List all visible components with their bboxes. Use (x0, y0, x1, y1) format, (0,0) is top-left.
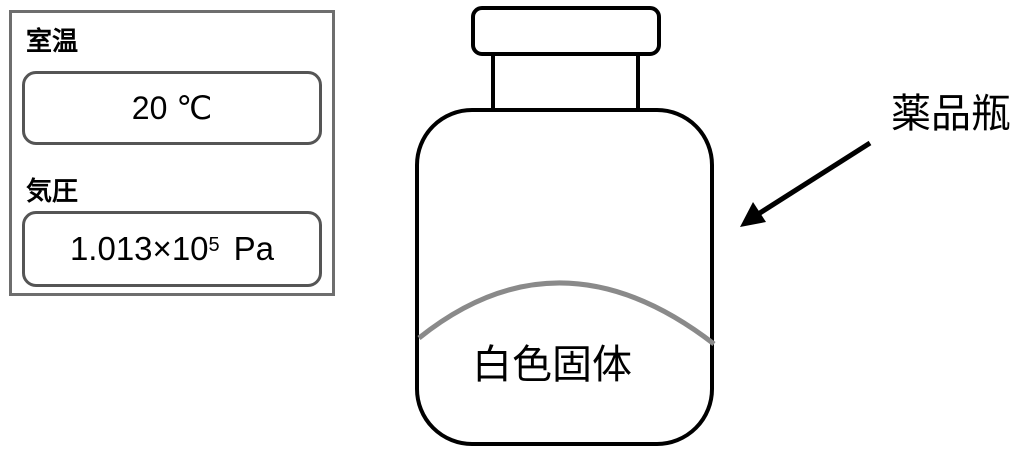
bottle-cap (471, 6, 661, 56)
atmospheric-pressure-label: 気圧 (26, 177, 79, 207)
pointer-arrow-head (740, 202, 766, 227)
bottle-name-label: 薬品瓶 (891, 91, 1011, 137)
pressure-exponent: 5 (208, 233, 220, 256)
room-temperature-field: 20 ℃ (22, 71, 322, 145)
pointer-arrow-line (750, 140, 872, 221)
pressure-unit: Pa (233, 230, 275, 267)
pressure-times-sign: × (152, 230, 172, 267)
room-temperature-value: 20 ℃ (131, 90, 213, 126)
pressure-mantissa: 1.013 (69, 230, 153, 267)
solid-surface-line (417, 280, 716, 346)
pressure-base: 10 (171, 230, 209, 267)
bottle-body (415, 108, 714, 446)
bottle-contents-label: 白色固体 (472, 342, 632, 388)
room-temperature-label: 室温 (26, 27, 79, 57)
